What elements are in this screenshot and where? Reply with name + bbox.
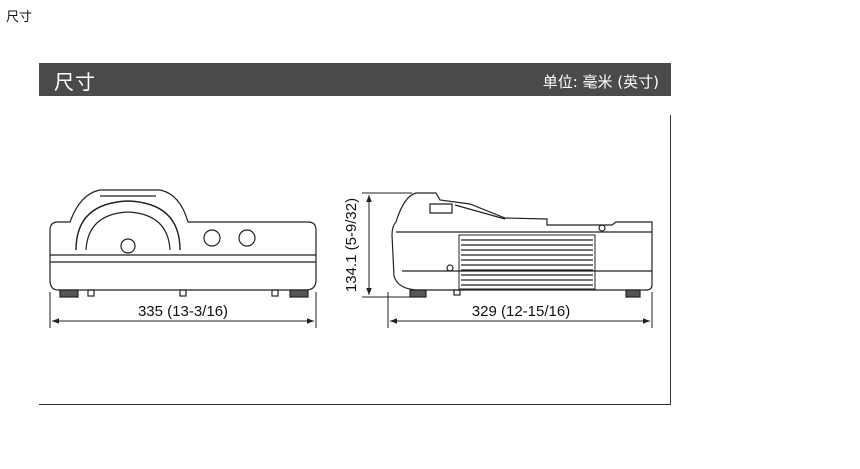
page-heading: 尺寸: [6, 10, 33, 25]
projector-side-view: [391, 192, 653, 298]
side-height-label: 134.1 (5-9/32): [343, 198, 360, 292]
side-depth-dimension: [387, 292, 653, 328]
banner-title: 尺寸: [54, 70, 96, 94]
front-width-dimension: [49, 292, 317, 328]
front-width-label: 335 (13-3/16): [138, 303, 228, 320]
frame-right-border: [670, 115, 671, 405]
projector-front-view: [49, 189, 317, 298]
side-height-dimension: [362, 192, 412, 298]
frame-bottom-border: [39, 404, 671, 405]
section-banner: 尺寸 单位: 毫米 (英寸): [39, 63, 671, 96]
side-depth-label: 329 (12-15/16): [472, 303, 570, 320]
banner-unit-label: 单位: 毫米 (英寸): [542, 73, 659, 91]
